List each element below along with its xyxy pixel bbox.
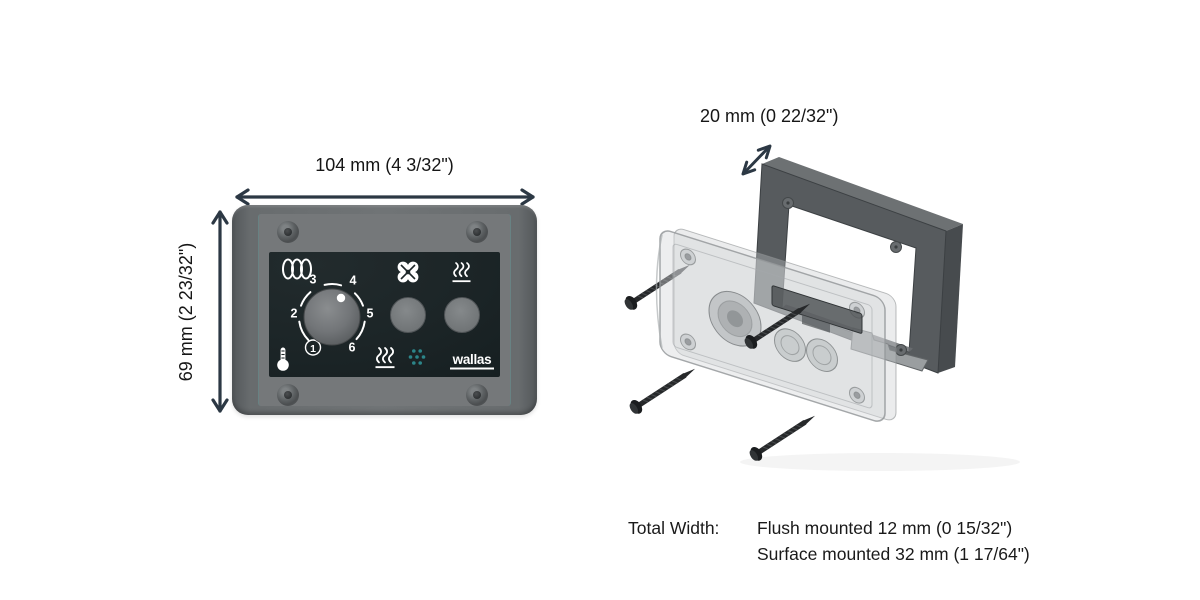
exploded-mounting-view — [624, 144, 1020, 471]
heat-waves-icon — [375, 347, 395, 369]
fan-button — [390, 297, 426, 333]
width-dimension-label: 104 mm (4 3/32") — [315, 155, 454, 175]
wallas-logo: wallas — [450, 352, 494, 370]
total-width-label: Total Width: — [628, 518, 720, 538]
panel-corner-post — [680, 248, 865, 404]
dial-number-2: 2 — [291, 307, 298, 321]
mounting-wood-screw — [749, 415, 816, 461]
width-dimension-arrow — [235, 188, 535, 206]
connector-block — [771, 285, 863, 334]
depth-dimension-label: 20 mm (0 22/32") — [700, 106, 839, 126]
ghost-button — [774, 328, 838, 372]
dial-number-3: 3 — [310, 273, 317, 287]
flush-mounted-text: Flush mounted 12 mm (0 15/32") — [757, 518, 1013, 538]
heat-icon — [452, 262, 471, 283]
ghost-knob — [708, 290, 762, 347]
total-width-note: Total Width: Flush mounted 12 mm (0 15/3… — [628, 516, 1030, 567]
burner-icon — [282, 258, 312, 280]
surface-mounted-text: Surface mounted 32 mm (1 17/64") — [757, 543, 1030, 564]
height-dimension-label: 69 mm (2 23/32") — [176, 242, 196, 382]
dial-number-5: 5 — [367, 307, 374, 321]
height-dimension-arrow — [211, 210, 229, 413]
dial-number-1-circle — [304, 339, 322, 356]
mounting-screw — [277, 221, 299, 243]
dial-arc — [298, 283, 366, 341]
mounting-wood-screw — [744, 303, 811, 349]
front-view-dimension-arrows — [211, 188, 535, 413]
mounting-wood-screw — [624, 264, 691, 310]
thermometer-icon — [277, 347, 289, 371]
mounting-screw — [466, 221, 488, 243]
panel-faceplate: 1 2 3 4 5 6 — [269, 252, 500, 377]
frame-connector-tab — [850, 327, 929, 372]
depth-dimension-arrow — [741, 144, 772, 176]
svg-text:wallas: wallas — [452, 352, 492, 367]
frame-screw-boss — [782, 197, 907, 356]
dial-number-1: 1 — [310, 343, 316, 355]
dial-number-4: 4 — [350, 274, 357, 288]
mounting-screw — [277, 384, 299, 406]
mounting-wood-screw — [629, 368, 696, 414]
knob-indicator-dot — [336, 293, 346, 303]
led-dot-grid — [408, 349, 426, 365]
heat-button — [444, 297, 480, 333]
power-knob — [303, 288, 361, 346]
mounting-screw — [466, 384, 488, 406]
fan-icon — [397, 261, 419, 283]
control-panel-front-view: 1 2 3 4 5 6 — [232, 205, 537, 415]
dial-number-6: 6 — [349, 341, 356, 355]
total-width-values: Flush mounted 12 mm (0 15/32") Surface m… — [757, 516, 1030, 567]
